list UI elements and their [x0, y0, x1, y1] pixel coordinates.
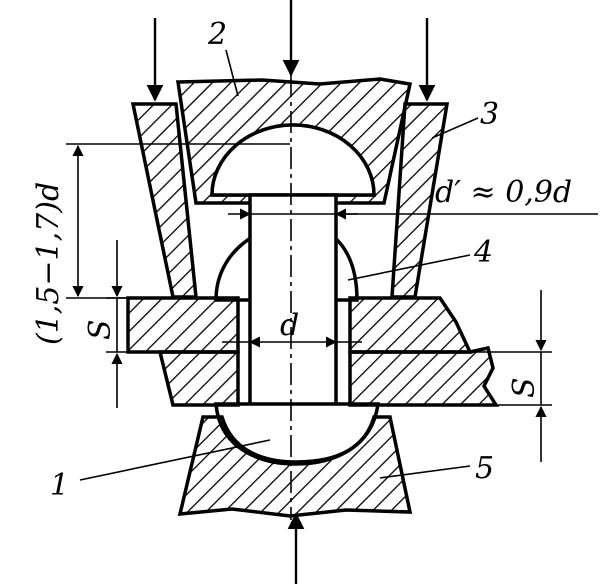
plate-thickness-right-label: S — [507, 377, 542, 398]
head-height-label: (1,5−1,7)d — [31, 182, 66, 345]
part-label-1: 1 — [50, 468, 69, 503]
part-label-4: 4 — [473, 235, 493, 270]
plate-thickness-left-dimension — [106, 240, 160, 408]
lower-support — [177, 415, 413, 518]
hole-diameter-label: d — [280, 308, 299, 343]
plates — [126, 296, 500, 407]
load-arrows-top — [146, 0, 436, 102]
part-label-5: 5 — [475, 451, 494, 486]
part-label-2: 2 — [207, 17, 227, 52]
part-label-3: 3 — [480, 97, 499, 132]
rivet — [210, 123, 380, 466]
plate-thickness-right-dimension — [470, 290, 552, 462]
neck-diameter-label: d′ ≈ 0,9d — [435, 175, 572, 210]
leader-lines — [79, 49, 479, 481]
pressure-ring — [130, 102, 450, 299]
plate-thickness-left-label: S — [83, 319, 118, 340]
